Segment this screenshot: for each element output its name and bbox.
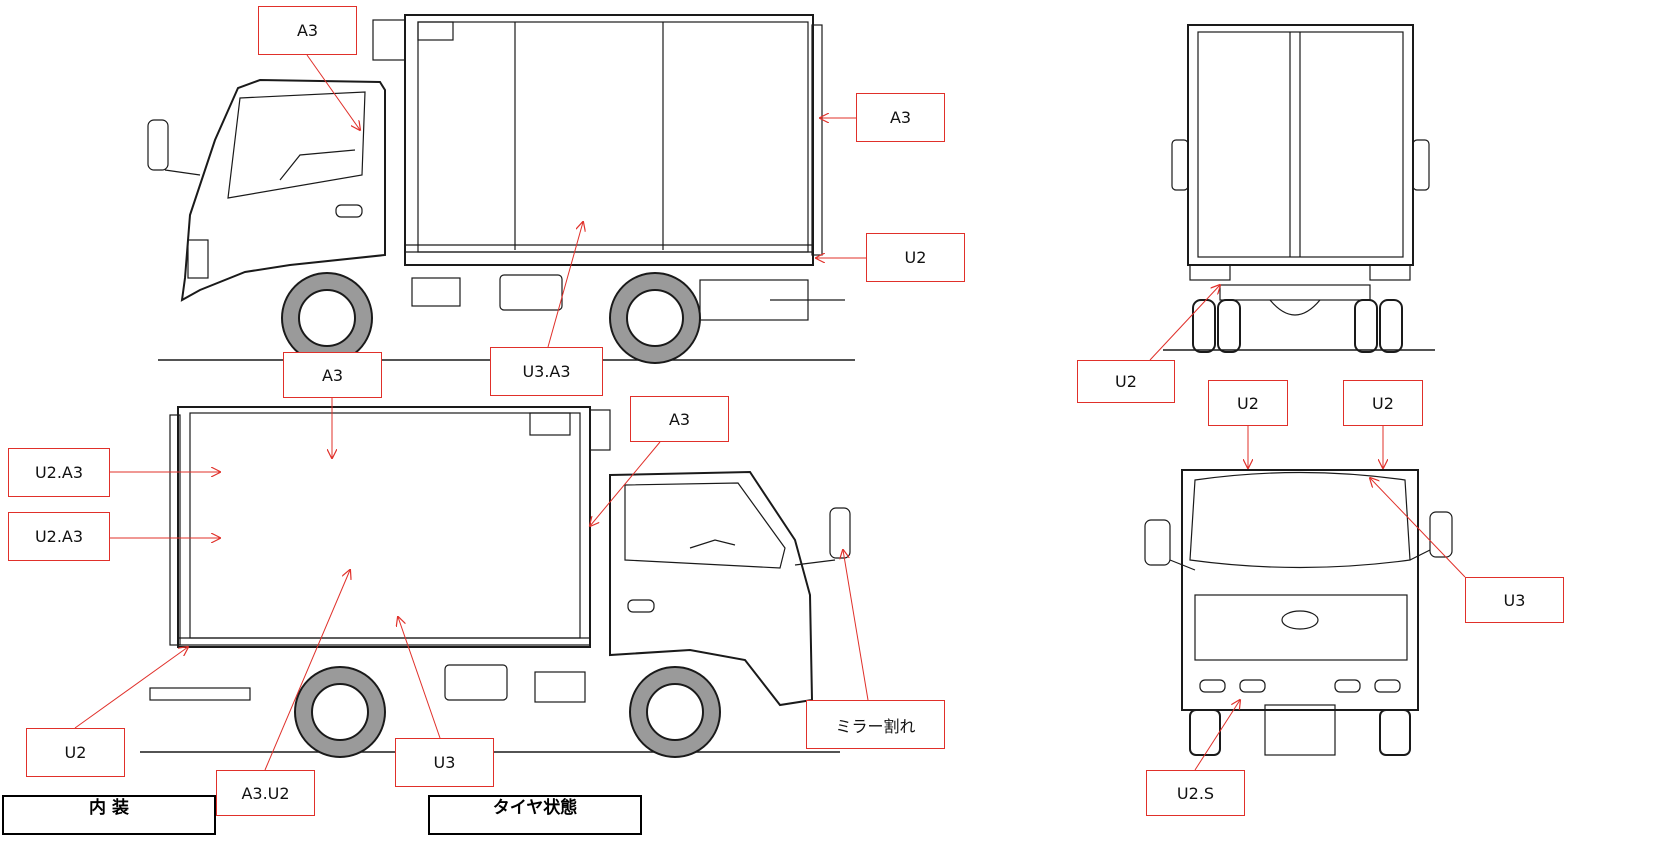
label-side-bottom-cab: A3 — [630, 396, 729, 442]
annotation-arrows — [74, 54, 1466, 771]
truck-rear-view — [1163, 24, 1435, 353]
truck-side-view-left — [147, 14, 855, 364]
label-side-bottom-lower: A3.U2 — [216, 770, 315, 816]
label-side-top-roof: A3 — [258, 6, 357, 55]
label-side-bottom-middle: U2.A3 — [8, 512, 110, 561]
label-side-bottom-roof: A3 — [283, 352, 382, 398]
label-side-top-underrun: U2 — [866, 233, 965, 282]
label-side-top-body: U3.A3 — [490, 347, 603, 396]
label-rear-bumper: U2 — [1077, 360, 1175, 403]
label-side-bottom-bumper: U3 — [395, 738, 494, 787]
truck-side-view-right — [140, 406, 851, 758]
tire-condition-header: タイヤ状態 — [428, 795, 642, 835]
label-side-bottom-corner: U2 — [26, 728, 125, 777]
label-front-roof-right: U2 — [1343, 380, 1423, 426]
label-side-bottom-upper: U2.A3 — [8, 448, 110, 497]
label-side-bottom-mirror: ミラー割れ — [806, 700, 945, 749]
label-front-corner: U3 — [1465, 577, 1564, 623]
label-front-roof-left: U2 — [1208, 380, 1288, 426]
interior-header: 内 装 — [2, 795, 216, 835]
label-side-top-rear: A3 — [856, 93, 945, 142]
truck-front-view — [1144, 469, 1453, 756]
label-front-bumper: U2.S — [1146, 770, 1245, 816]
